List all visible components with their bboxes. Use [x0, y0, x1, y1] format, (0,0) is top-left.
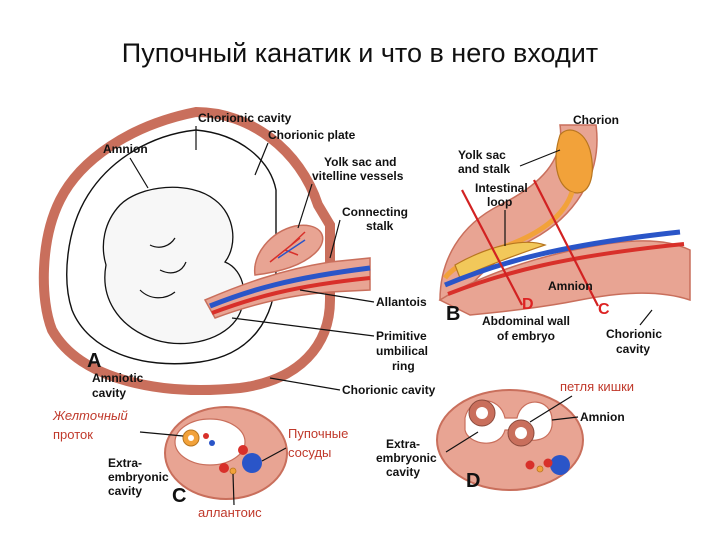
label-chorionic-plate: Chorionic plate	[268, 128, 356, 142]
label-yolk-sac-1: Yolk sac and	[324, 155, 396, 169]
leader-amnion-left	[129, 157, 149, 189]
leader-yolk-stalk	[519, 149, 561, 167]
section-line-d	[461, 189, 523, 306]
panel-d-cross-section	[436, 389, 584, 491]
label-intestinal-loop-1: Intestinal	[475, 181, 528, 195]
label-connecting-stalk-2: stalk	[366, 219, 394, 233]
intestine-lumen-d1	[476, 407, 488, 419]
page-title: Пупочный канатик и что в него входит	[121, 38, 599, 68]
panel-letter-a: A	[87, 350, 101, 372]
label-extra-c-2: embryonic	[108, 470, 169, 484]
vitelline-vessel-c1	[203, 433, 209, 439]
label-extra-d-1: Extra-	[386, 437, 420, 451]
umbilical-vein-c	[242, 453, 262, 473]
label-extra-c-1: Extra-	[108, 456, 142, 470]
umbilical-vein-d	[550, 455, 570, 475]
label-allantois: Allantois	[376, 295, 427, 309]
label-extra-c-3: cavity	[108, 484, 142, 498]
panel-a-illustration	[38, 106, 371, 395]
label-umbilical-vessels-ru-1: Пупочные	[288, 426, 348, 441]
embryo-detail	[139, 237, 187, 299]
allantois-d	[536, 465, 544, 473]
intestine-lumen-d2	[515, 427, 527, 439]
panel-letter-c: C	[172, 485, 186, 507]
label-yolk-duct-ru-2: проток	[53, 427, 93, 442]
panel-letter-b: B	[446, 303, 460, 325]
label-yolk-stalk-2: and stalk	[458, 162, 510, 176]
panel-c-cross-section	[164, 406, 288, 500]
vein-a	[209, 265, 371, 309]
label-primitive-ring-3: ring	[392, 359, 415, 373]
leader-chorionic-cavity-bottom	[269, 377, 341, 391]
label-extra-d-2: embryonic	[376, 451, 437, 465]
label-intestinal-loop-ru: петля кишки	[560, 379, 634, 394]
label-allantois-ru: аллантоис	[198, 505, 262, 520]
leader-intestinal-loop-ru	[529, 395, 573, 423]
label-chorionic-cavity-bottom: Chorionic cavity	[342, 383, 436, 397]
label-amniotic-cavity-2: cavity	[92, 386, 126, 400]
leader-yolk-duct	[139, 431, 184, 437]
label-abdominal-wall-2: of embryo	[497, 329, 555, 343]
leader-allantois-ru	[232, 473, 235, 506]
label-chorionic-cavity-right-2: cavity	[616, 342, 650, 356]
label-primitive-ring-2: umbilical	[376, 344, 428, 358]
leader-primitive-ring	[231, 317, 375, 337]
leader-yolk-sac	[297, 183, 313, 229]
label-primitive-ring-1: Primitive	[376, 329, 427, 343]
label-amnion-left: Amnion	[103, 142, 148, 156]
section-line-c	[533, 179, 599, 307]
panel-letter-d: D	[466, 470, 480, 492]
leader-umbilical-vessels	[261, 447, 287, 462]
leader-chorionic-plate	[254, 142, 269, 176]
embryo-body	[102, 186, 245, 345]
panel-b-illustration	[438, 124, 691, 316]
umbilical-artery-d2	[543, 458, 553, 468]
artery-b	[447, 242, 685, 296]
allantois-c	[229, 467, 237, 475]
leader-chorionic-cavity-right	[639, 309, 653, 326]
leader-connecting-stalk	[329, 219, 341, 259]
label-intestinal-loop-2: loop	[487, 195, 512, 209]
artery-a	[211, 276, 371, 315]
vitelline-vessels-blue	[277, 239, 306, 259]
abdominal-wall-b	[438, 240, 691, 316]
vitelline-vessels	[269, 231, 306, 263]
umbilical-artery-d1	[525, 460, 535, 470]
label-amniotic-cavity-1: Amniotic	[92, 371, 144, 385]
vitelline-vessel-c2	[209, 440, 215, 446]
leader-amnion-d	[551, 416, 579, 421]
yolk-duct-lumen-c	[188, 435, 194, 441]
label-yolk-stalk-1: Yolk sac	[458, 148, 506, 162]
label-abdominal-wall-1: Abdominal wall	[482, 314, 570, 328]
label-umbilical-vessels-ru-2: сосуды	[288, 445, 331, 460]
section-letter-c: C	[598, 301, 610, 318]
label-connecting-stalk-1: Connecting	[342, 205, 408, 219]
leader-extra-d	[445, 431, 479, 453]
label-chorion-right: Chorion	[573, 113, 619, 127]
label-yolk-sac-2: vitelline vessels	[312, 169, 404, 183]
label-yolk-duct-ru-1: Желтoчный	[52, 408, 128, 423]
amnion-membrane	[66, 129, 277, 365]
vein-b	[444, 229, 681, 288]
label-chorionic-cavity-right-1: Chorionic	[606, 327, 662, 341]
yolk-stalk-b	[555, 129, 593, 194]
label-amnion-d: Amnion	[580, 410, 625, 424]
label-extra-d-3: cavity	[386, 465, 420, 479]
umbilical-artery-c2	[238, 445, 248, 455]
section-letter-d: D	[522, 296, 534, 313]
umbilical-artery-c1	[219, 463, 229, 473]
leader-allantois	[299, 289, 375, 303]
label-amnion-b: Amnion	[548, 279, 593, 293]
chorion-wall	[38, 106, 335, 395]
label-chorionic-cavity-top: Chorionic cavity	[198, 111, 292, 125]
